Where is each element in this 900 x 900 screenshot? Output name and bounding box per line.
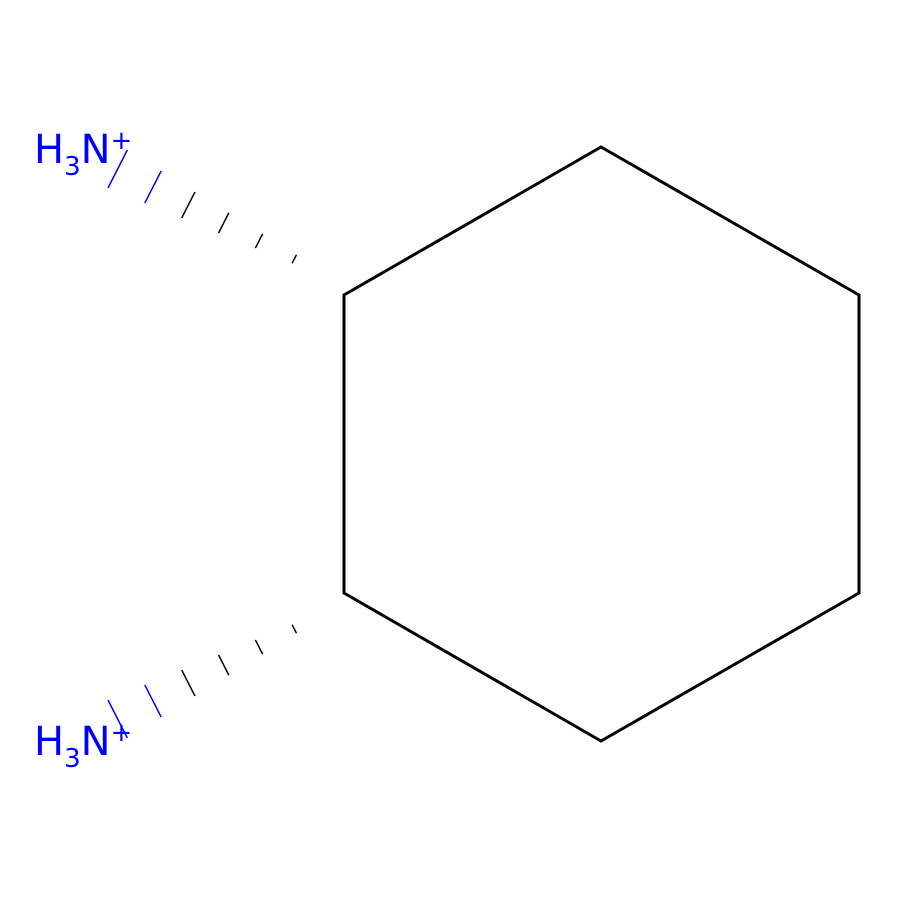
svg-text:H3N+: H3N+ (34, 718, 132, 774)
hash-line (254, 639, 264, 655)
hash-line (144, 170, 162, 204)
hydrogen-symbol: H (34, 719, 64, 765)
atom-label-top-amine: H3N+ (34, 126, 132, 182)
hashed-wedge-bond-bottom (107, 624, 298, 739)
atom-label-bottom-amine: H3N+ (34, 718, 132, 774)
hash-line (217, 654, 230, 676)
hash-line (107, 149, 129, 189)
nitrogen-symbol: N (81, 719, 111, 765)
hashed-wedge-bond-top (107, 149, 298, 264)
ring-bond (599, 145, 861, 297)
ring-bond (342, 145, 603, 297)
hash-line (291, 254, 298, 264)
charge-sign: + (111, 126, 133, 156)
hash-line (181, 191, 196, 219)
ring-bond (599, 591, 861, 743)
hash-line (217, 212, 230, 234)
svg-text:H3N+: H3N+ (34, 126, 132, 182)
hydrogen-symbol: H (34, 127, 64, 173)
charge-sign: + (111, 718, 133, 748)
hash-line (144, 684, 162, 718)
hash-line (254, 233, 264, 249)
hydrogen-count: 3 (64, 744, 81, 774)
nitrogen-symbol: N (81, 127, 111, 173)
hydrogen-count: 3 (64, 152, 81, 182)
hash-line (291, 624, 298, 634)
ring-bond (342, 591, 603, 743)
hash-line (181, 669, 196, 697)
cyclohexane-ring (342, 145, 861, 743)
hash-line (107, 699, 129, 739)
